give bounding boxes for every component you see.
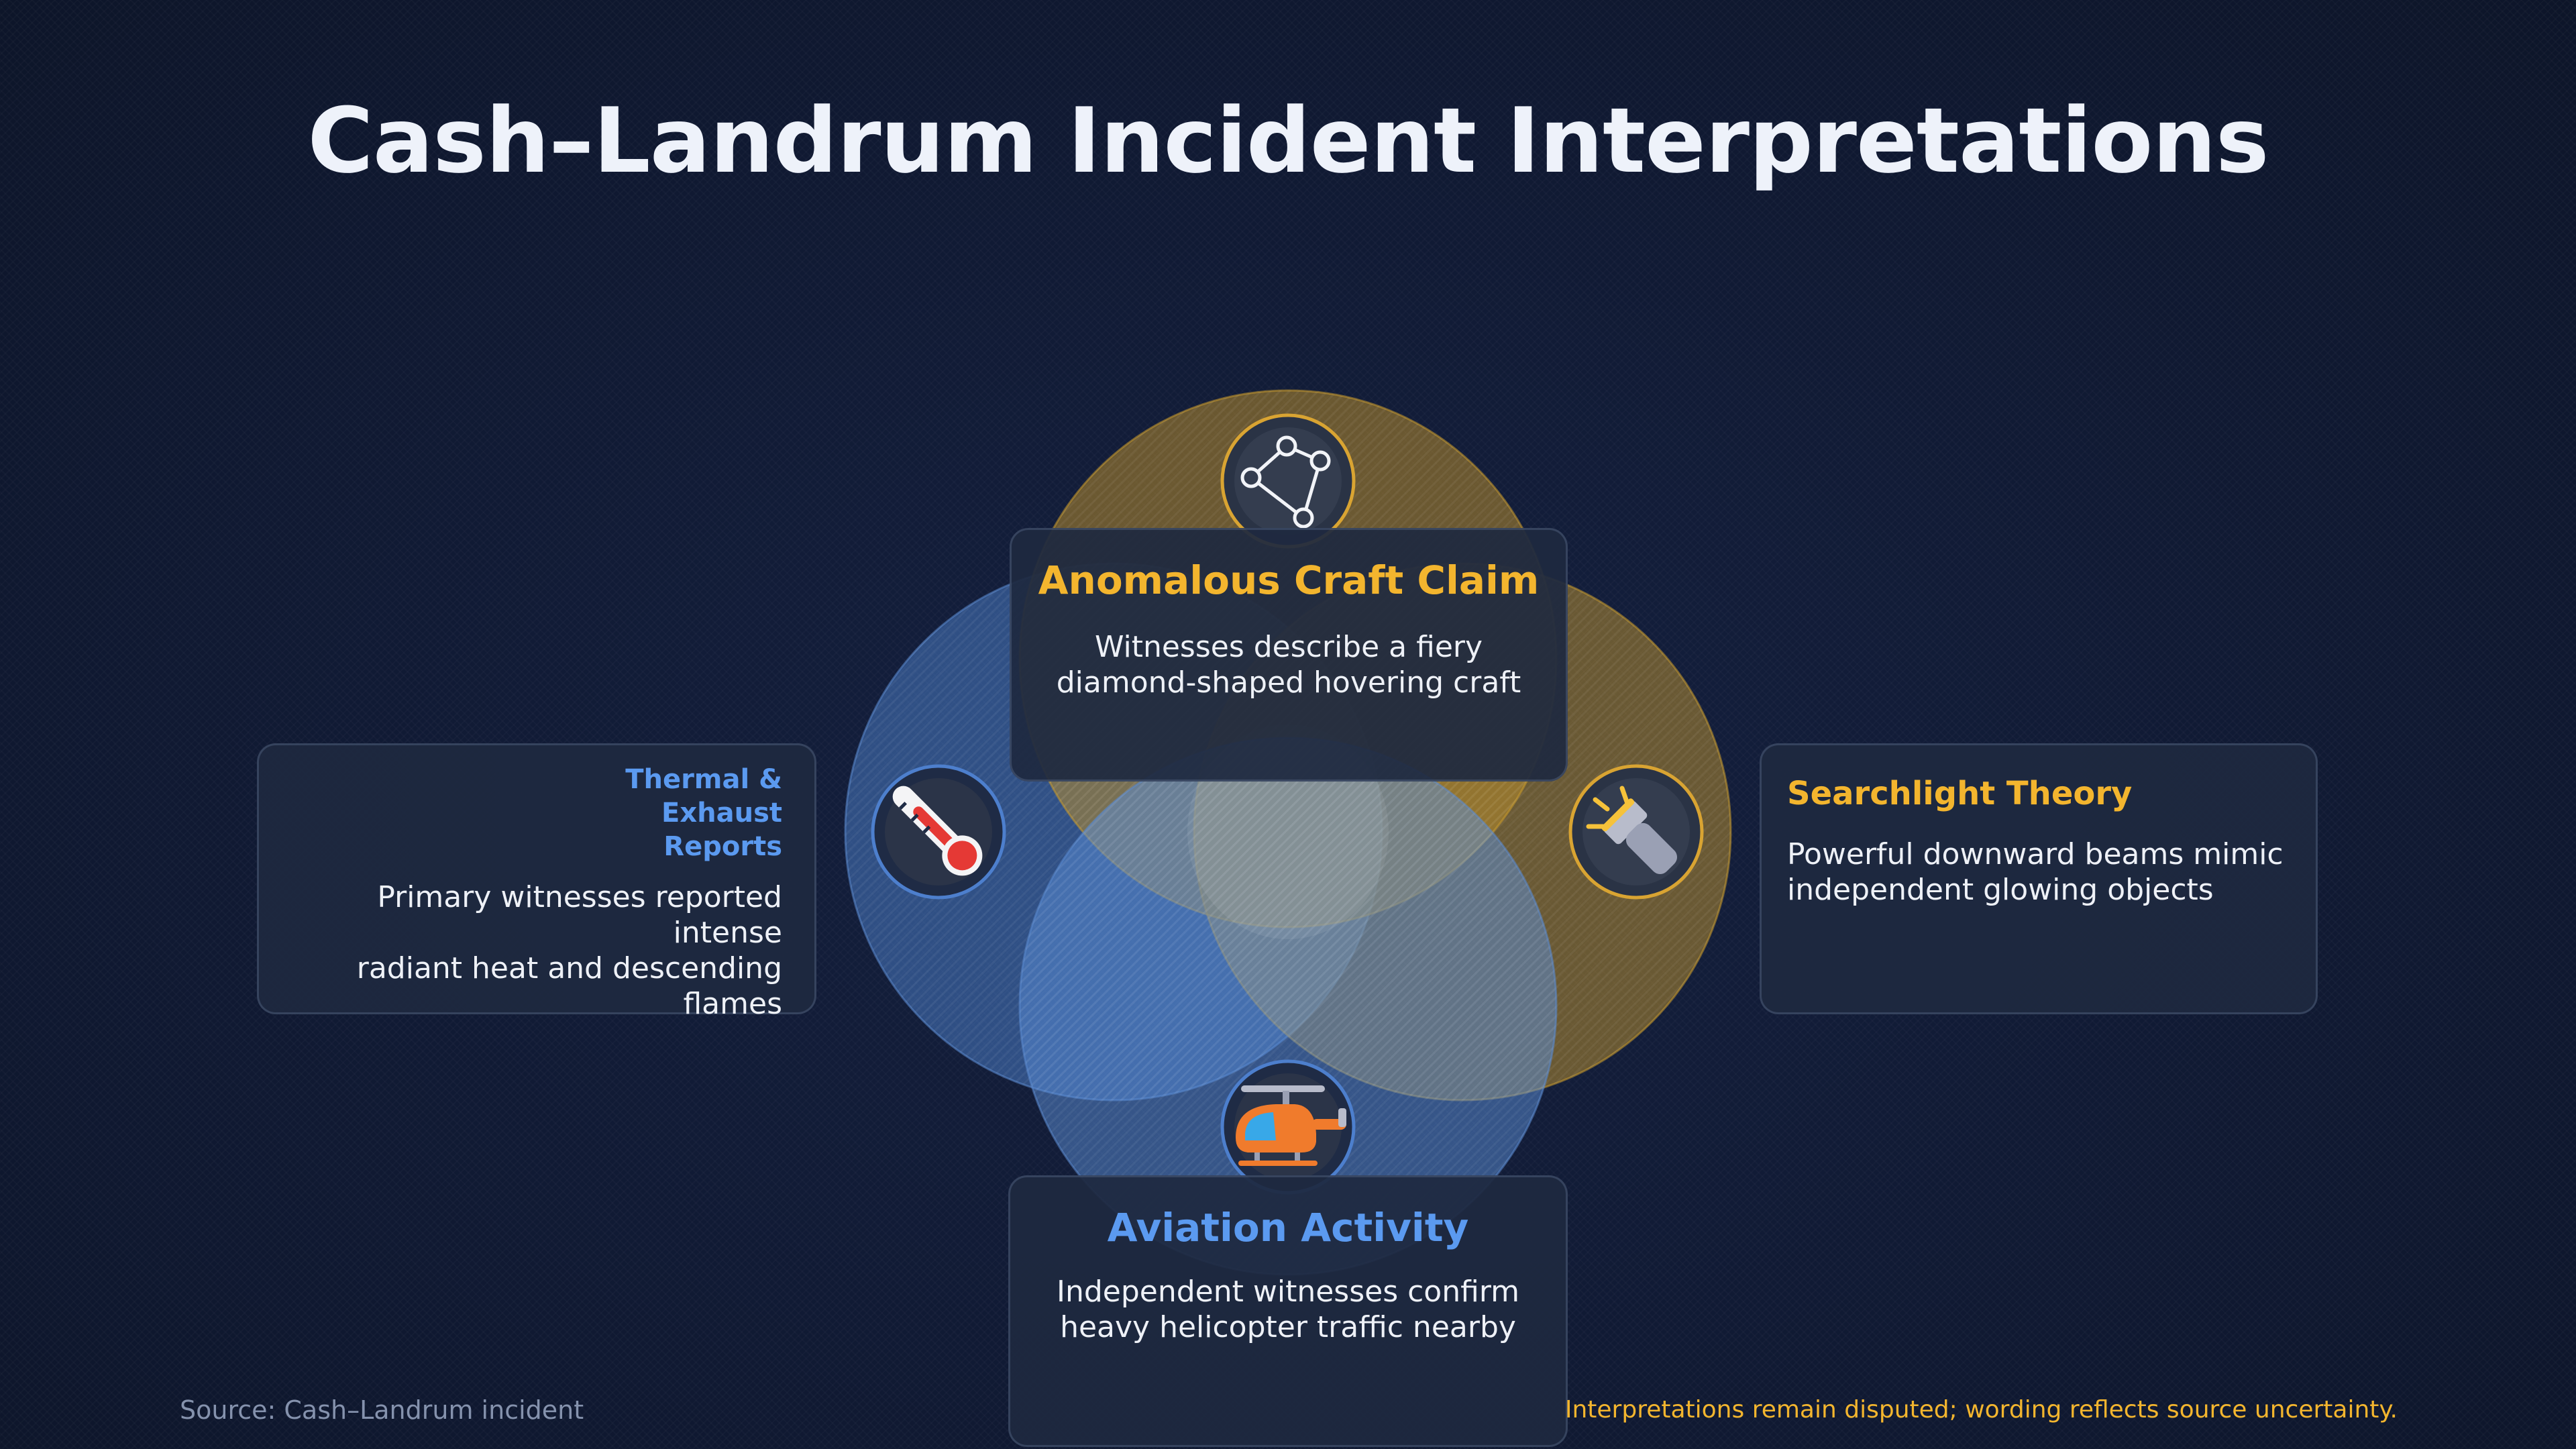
- card-heading: Aviation Activity: [1107, 1205, 1469, 1250]
- card-description-line: Primary witnesses reported intense: [377, 880, 782, 950]
- card-description-line: diamond-shaped hovering craft: [1056, 665, 1521, 700]
- card-description-line: radiant heat and descending flames: [356, 951, 782, 1021]
- thermometer-icon: [871, 764, 1006, 900]
- card-description-line: independent glowing objects: [1787, 873, 2214, 907]
- card-searchlight-theory: Searchlight Theory Powerful downward bea…: [1760, 743, 2318, 1014]
- card-description-line: Witnesses describe a fiery: [1094, 630, 1483, 664]
- card-description: Witnesses describe a fiery diamond-shape…: [1012, 629, 1566, 700]
- card-heading: Anomalous Craft Claim: [1038, 557, 1540, 603]
- venn-circle-bottom: [1018, 737, 1558, 1276]
- card-aviation-activity: Aviation Activity Independent witnesses …: [1008, 1175, 1568, 1447]
- card-description-line: Independent witnesses confirm: [1056, 1275, 1519, 1309]
- card-description: Primary witnesses reported intense radia…: [259, 879, 782, 1022]
- constellation-icon: [1220, 413, 1356, 549]
- disclaimer-note: Interpretations remain disputed; wording…: [1564, 1396, 2398, 1424]
- helicopter-icon: [1220, 1059, 1356, 1195]
- card-description: Independent witnesses confirm heavy heli…: [1010, 1274, 1566, 1345]
- source-note: Source: Cash–Landrum incident: [180, 1395, 584, 1425]
- card-heading-line: Reports: [663, 831, 782, 862]
- card-thermal-exhaust-reports: Thermal & Exhaust Reports Primary witnes…: [257, 743, 816, 1021]
- card-description-line: heavy helicopter traffic nearby: [1060, 1310, 1516, 1344]
- card-description-line: Powerful downward beams mimic: [1787, 837, 2284, 871]
- card-heading: Searchlight Theory: [1787, 775, 2133, 812]
- card-heading: Thermal & Exhaust Reports: [259, 763, 782, 863]
- flashlight-icon: [1568, 764, 1704, 900]
- card-description: Powerful downward beams mimic independen…: [1787, 837, 2316, 908]
- page-title: Cash–Landrum Incident Interpretations: [307, 89, 2269, 193]
- card-heading-line: Thermal & Exhaust: [625, 764, 782, 828]
- card-anomalous-craft-claim: Anomalous Craft Claim Witnesses describe…: [1010, 528, 1568, 782]
